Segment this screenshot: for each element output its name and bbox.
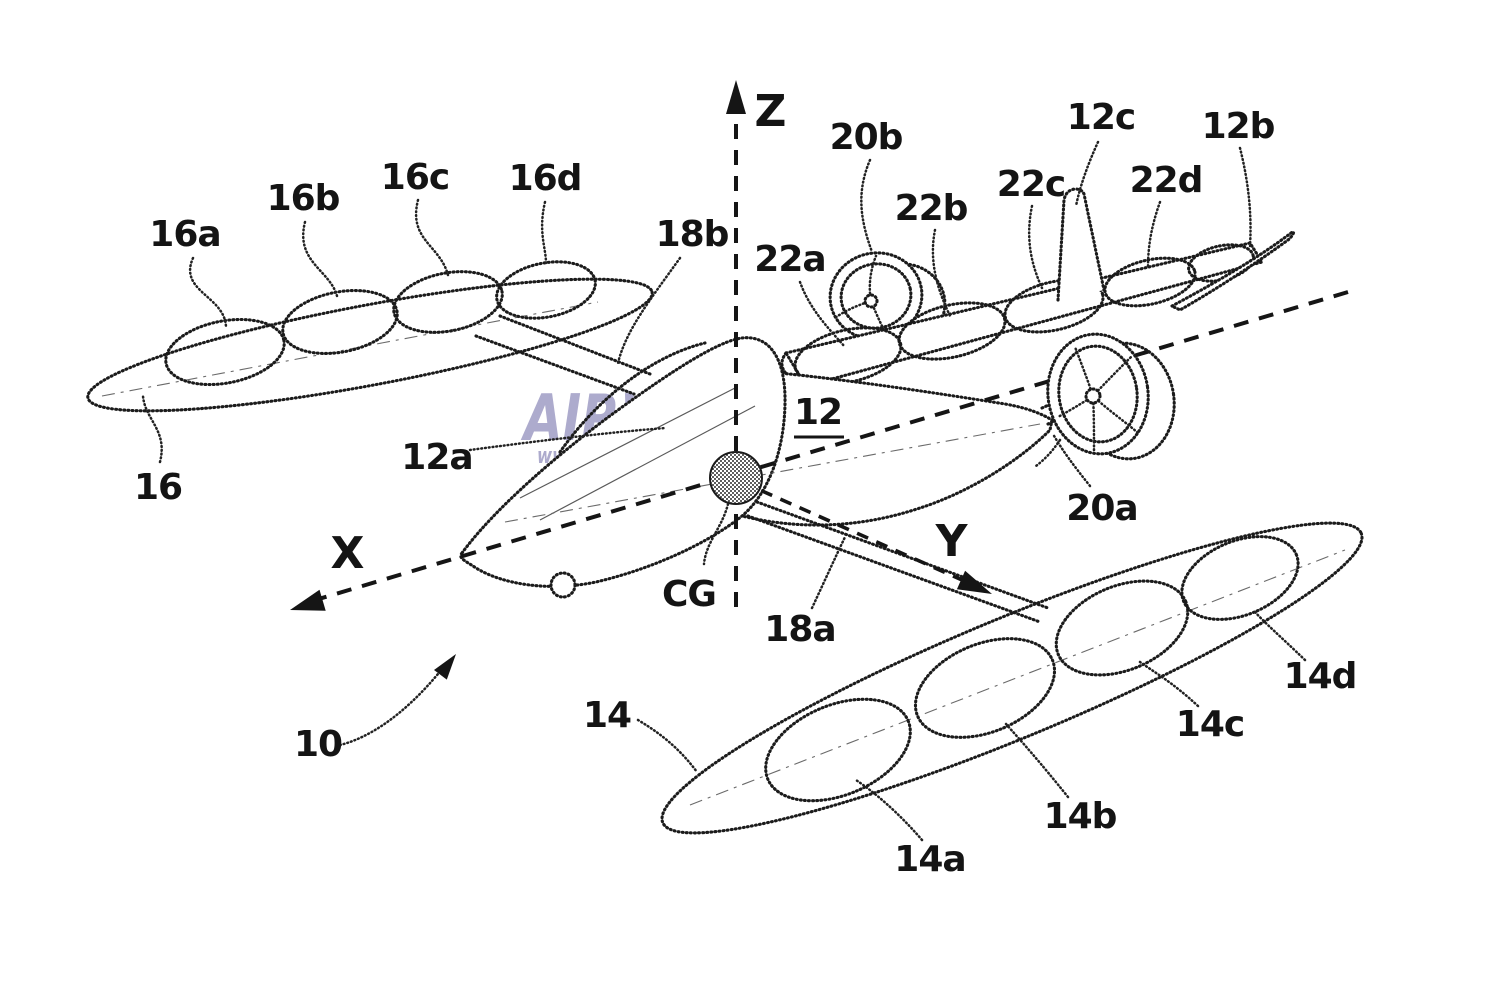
y-axis-arrowhead	[957, 571, 992, 594]
assembly-arrow-10	[340, 654, 456, 745]
label-cg: CG	[662, 574, 716, 615]
leader-20b	[861, 160, 872, 252]
label-10: 10	[294, 724, 342, 765]
label-12a: 12a	[401, 437, 472, 478]
propeller-blade-tip-20a	[1036, 440, 1060, 466]
propeller-hub-20a	[1086, 389, 1100, 403]
leader-12b	[1240, 148, 1251, 246]
z-axis-arrowhead	[726, 80, 746, 114]
leader-22c	[1029, 206, 1042, 288]
label-12c: 12c	[1067, 97, 1135, 138]
label-20a: 20a	[1066, 488, 1137, 529]
leader-16d	[542, 202, 546, 263]
label-z-axis: Z	[755, 86, 786, 137]
leader-14	[638, 720, 697, 772]
label-14a: 14a	[894, 839, 965, 880]
label-16a: 16a	[149, 214, 220, 255]
leader-12c	[1076, 142, 1098, 206]
label-14c: 14c	[1176, 704, 1244, 745]
leader-14b	[1006, 724, 1068, 797]
label-18a: 18a	[764, 609, 835, 650]
label-18b: 18b	[656, 214, 729, 255]
x-axis-arrowhead	[290, 590, 326, 611]
landing-wheel	[551, 573, 575, 597]
label-16b: 16b	[267, 178, 340, 219]
label-16d: 16d	[509, 158, 582, 199]
leader-14d	[1254, 611, 1305, 660]
cg-symbol	[710, 452, 762, 504]
leader-16b	[303, 222, 337, 296]
leader-16a	[190, 258, 226, 328]
label-12: 12	[794, 392, 842, 433]
vertical-fin-12c	[1058, 189, 1104, 300]
label-22a: 22a	[754, 239, 825, 280]
label-16c: 16c	[381, 157, 449, 198]
label-22d: 22d	[1130, 160, 1203, 201]
label-20b: 20b	[830, 117, 903, 158]
label-14b: 14b	[1044, 796, 1117, 837]
label-22c: 22c	[997, 164, 1065, 205]
leader-16c	[416, 200, 448, 275]
label-14: 14	[583, 695, 631, 736]
propeller-hub-20b	[865, 295, 877, 307]
label-y-axis: Y	[935, 516, 969, 567]
label-22b: 22b	[895, 188, 968, 229]
leader-18a	[812, 537, 845, 608]
rear-wing	[782, 189, 1294, 393]
lower-wing	[640, 478, 1384, 878]
label-12b: 12b	[1202, 106, 1275, 147]
label-16: 16	[134, 467, 182, 508]
label-14d: 14d	[1284, 656, 1357, 697]
label-x-axis: X	[331, 528, 365, 579]
